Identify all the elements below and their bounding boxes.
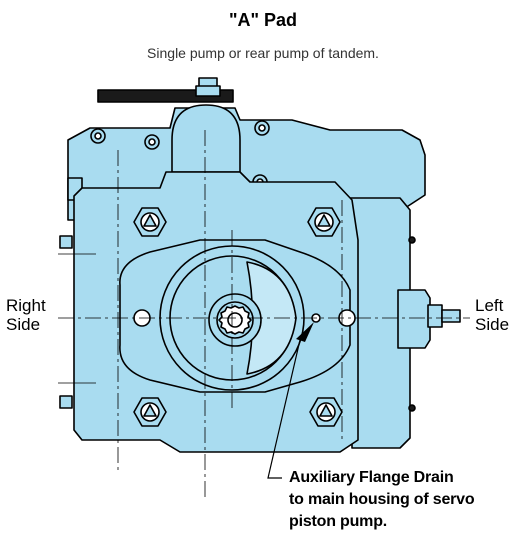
right-side-label: Right Side	[6, 296, 46, 334]
hex-bolt-tr	[307, 207, 341, 237]
drain-callout: Auxiliary Flange Drain to main housing o…	[289, 467, 525, 533]
side-port	[397, 289, 431, 349]
hex-bolt-br	[309, 397, 343, 427]
hex-bolt-tl	[133, 207, 167, 237]
callout-line: to main housing of servo	[289, 491, 475, 508]
left-side-label-line: Side	[475, 315, 510, 334]
leader-arrow	[296, 322, 314, 342]
center-lines	[58, 130, 470, 500]
callout-line: piston pump.	[289, 513, 388, 530]
drain-leader	[267, 339, 301, 479]
left-side-label-line: Left	[475, 296, 504, 315]
diagram-subtitle: Single pump or rear pump of tandem.	[147, 45, 379, 61]
left-side-label: Left Side	[475, 296, 509, 334]
right-side-label-line: Right	[6, 296, 46, 315]
pump-body	[59, 77, 461, 453]
right-side-label-line: Side	[6, 315, 41, 334]
top-boss	[171, 104, 241, 173]
hex-bolt-bl	[133, 397, 167, 427]
callout-line: Auxiliary Flange Drain	[289, 469, 454, 486]
diagram-title: "A" Pad	[228, 10, 298, 30]
